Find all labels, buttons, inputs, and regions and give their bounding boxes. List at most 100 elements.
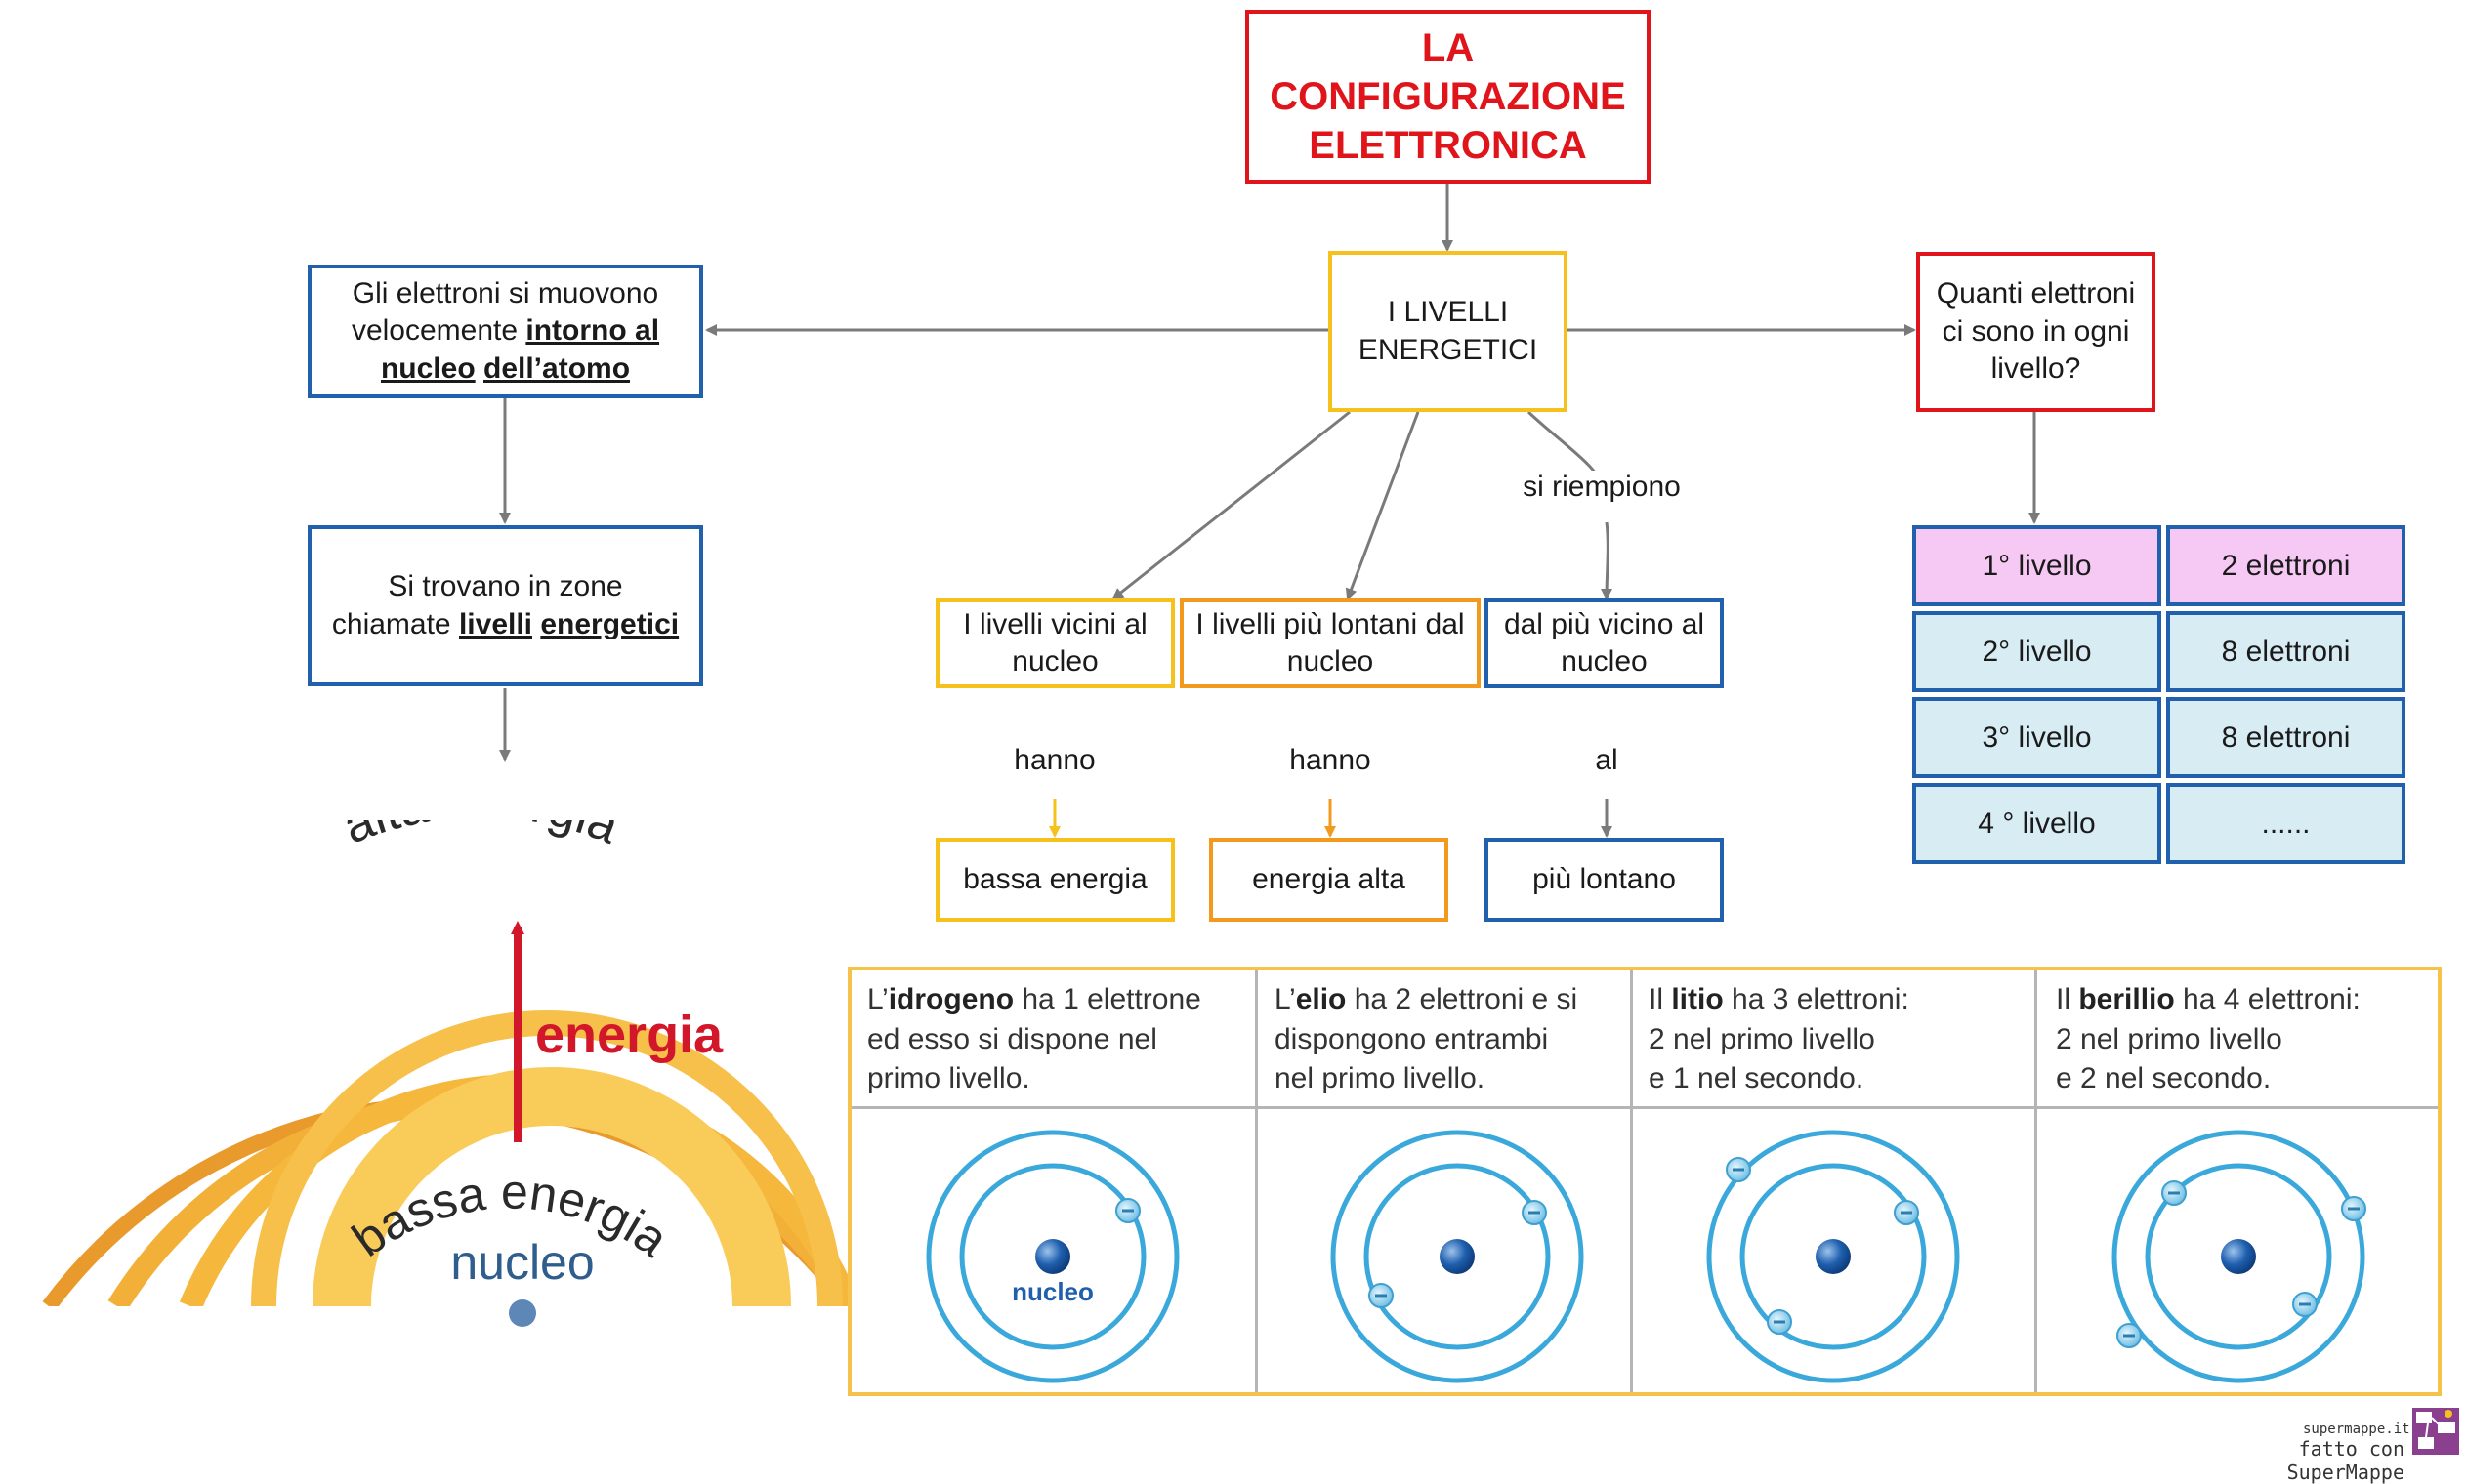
atoms-col-divider-2 (1630, 970, 1633, 1392)
far-link-label: hanno (1272, 744, 1389, 777)
near-levels-box: I livelli vicini al nucleo (936, 598, 1175, 688)
left1-line1: Gli elettroni si muovono (352, 276, 659, 309)
table-level-2: 2° livello (1912, 611, 2161, 692)
title-box: LA CONFIGURAZIONE ELETTRONICA (1245, 10, 1651, 184)
center-line1: I LIVELLI (1387, 296, 1509, 329)
energy-arcs-image: alta energia energia bassa energia nucle… (29, 820, 850, 1328)
nucleus-beryllium (2221, 1239, 2256, 1274)
helium-l3: nel primo livello. (1275, 1062, 1485, 1094)
left2-text-b: livelli (458, 607, 533, 640)
electron-helium-2 (1367, 1282, 1395, 1309)
left2-text-a: chiamate (331, 607, 459, 640)
far-levels-box: I livelli più lontani dal nucleo (1180, 598, 1481, 688)
table-electrons-4: ...... (2166, 783, 2405, 864)
fill-link-top: si riempiono (1499, 471, 1704, 504)
left1-text-c: nucleo (380, 351, 476, 385)
hydrogen-l1: ha 1 elettrone (1014, 983, 1201, 1015)
low-energy-box: bassa energia (936, 838, 1175, 922)
beryllium-l3: e 2 nel secondo. (2056, 1062, 2272, 1094)
atoms-col-divider-3 (2034, 970, 2037, 1392)
electron-lithium-2 (1766, 1308, 1793, 1336)
electron-helium-1 (1521, 1199, 1548, 1226)
helium-pre: L’ (1275, 983, 1296, 1015)
fill-line1: dal più vicino al (1503, 607, 1705, 640)
far-line1: I livelli più lontani dal (1195, 607, 1465, 640)
electron-beryllium-4 (2115, 1322, 2143, 1349)
atom-text-beryllium: Il berillio ha 4 elettroni: 2 nel primo … (2056, 980, 2437, 1099)
left1-text-d: dell’atomo (483, 351, 631, 385)
fill-order-box: dal più vicino al nucleo (1484, 598, 1724, 688)
electron-lithium-3 (1725, 1156, 1752, 1183)
beryllium-l2: 2 nel primo livello (2056, 1022, 2282, 1055)
lithium-l2: 2 nel primo livello (1649, 1022, 1875, 1055)
left1-line2: velocemente intorno al (352, 312, 659, 350)
helium-name: elio (1295, 983, 1347, 1015)
supermappe-logo-icon (2410, 1406, 2461, 1457)
helium-l2: dispongono entrambi (1275, 1022, 1549, 1055)
zones-box: Si trovano in zone chiamate livelli ener… (308, 525, 703, 686)
lithium-l3: e 1 nel secondo. (1649, 1062, 1864, 1094)
electrons-move-box: Gli elettroni si muovono velocemente int… (308, 265, 703, 398)
atoms-header-divider (852, 1106, 2438, 1109)
question-line2: ci sono in ogni (1942, 314, 2130, 348)
left1-text-b: intorno al (525, 314, 660, 348)
title-line3: ELETTRONICA (1309, 124, 1587, 167)
atoms-col-divider-1 (1255, 970, 1258, 1392)
hydrogen-core-label: nucleo (1012, 1277, 1094, 1306)
near-line2: nucleo (1012, 645, 1099, 678)
question-line1: Quanti elettroni (1936, 277, 2136, 310)
middle-energy-label: energia (535, 1006, 724, 1064)
nucleus-helium (1440, 1239, 1475, 1274)
hydrogen-l2: ed esso si dispone nel (867, 1022, 1157, 1055)
lithium-l1: ha 3 elettroni: (1723, 983, 1909, 1015)
helium-l1: ha 2 elettroni e si (1346, 983, 1578, 1015)
table-level-3: 3° livello (1912, 697, 2161, 778)
near-line1: I livelli vicini al (963, 607, 1148, 640)
energy-levels-box: I LIVELLI ENERGETICI (1328, 251, 1567, 412)
nucleus-hydrogen (1035, 1239, 1070, 1274)
fill-link-label: al (1567, 744, 1646, 777)
electron-beryllium-3 (2340, 1195, 2367, 1222)
electron-hydrogen-1 (1114, 1197, 1142, 1224)
helium-line1: L’elio ha 2 elettroni e si (1275, 980, 1626, 1020)
hydrogen-name: idrogeno (888, 983, 1015, 1015)
left1-text-a: velocemente (351, 314, 526, 348)
core-label: nucleo (450, 1235, 594, 1290)
lithium-pre: Il (1649, 983, 1672, 1015)
beryllium-name: berillio (2078, 983, 2175, 1015)
left2-text-c: energetici (540, 607, 680, 640)
far-line2: nucleo (1286, 645, 1374, 678)
table-electrons-1: 2 elettroni (2166, 525, 2405, 606)
hydrogen-pre: L’ (867, 983, 889, 1015)
title-line2: CONFIGURAZIONE (1270, 75, 1626, 118)
high-energy-box: energia alta (1209, 838, 1448, 922)
table-electrons-3: 8 elettroni (2166, 697, 2405, 778)
left1-line3: nucleo dell’atomo (381, 350, 630, 388)
hydrogen-l3: primo livello. (867, 1062, 1030, 1094)
nucleus-lithium (1816, 1239, 1851, 1274)
center-line2: ENERGETICI (1358, 333, 1538, 366)
nucleus-dot (509, 1299, 536, 1327)
lithium-line1: Il litio ha 3 elettroni: (1649, 980, 2029, 1020)
electron-beryllium-1 (2160, 1179, 2188, 1207)
far-result: energia alta (1252, 862, 1405, 895)
near-result: bassa energia (963, 862, 1148, 895)
atoms-panel (848, 967, 2442, 1396)
left2-line2: chiamate livelli energetici (332, 606, 679, 643)
atom-text-helium: L’elio ha 2 elettroni e si dispongono en… (1275, 980, 1626, 1099)
question-box: Quanti elettroni ci sono in ogni livello… (1916, 252, 2155, 412)
table-electrons-2: 8 elettroni (2166, 611, 2405, 692)
near-link-label: hanno (996, 744, 1113, 777)
table-level-4: 4 ° livello (1912, 783, 2161, 864)
question-line3: livello? (1990, 352, 2081, 386)
fill-line2: nucleo (1561, 645, 1648, 678)
fill-result: più lontano (1532, 862, 1676, 895)
atom-text-hydrogen: L’idrogeno ha 1 elettrone ed esso si dis… (867, 980, 1248, 1099)
table-level-1: 1° livello (1912, 525, 2161, 606)
beryllium-pre: Il (2056, 983, 2079, 1015)
lithium-name: litio (1671, 983, 1724, 1015)
electron-lithium-1 (1893, 1199, 1920, 1226)
beryllium-line1: Il berillio ha 4 elettroni: (2056, 980, 2437, 1020)
